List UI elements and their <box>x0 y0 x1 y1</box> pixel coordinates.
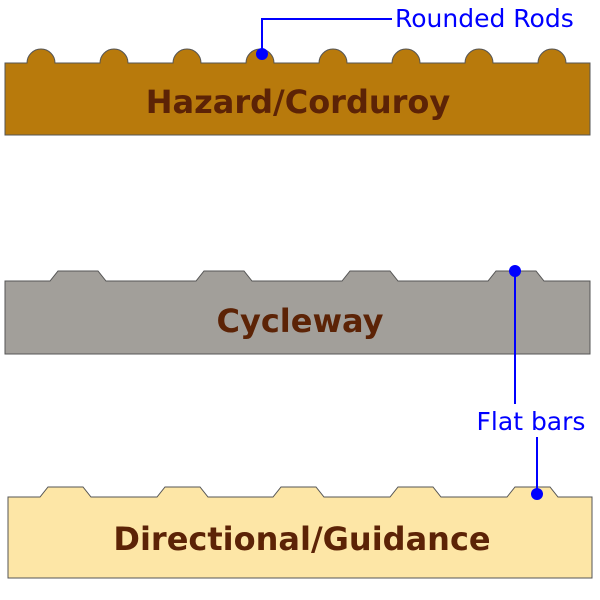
directional-profile-shape <box>7 486 593 579</box>
rounded-rods-leader-line <box>261 18 392 54</box>
flat-bars-callout: Flat bars <box>477 265 586 500</box>
cycleway-profile-shape <box>4 270 591 355</box>
hazard-profile-label: Hazard/Corduroy <box>146 83 451 121</box>
flat-bars-label: Flat bars <box>477 407 586 436</box>
rounded-rods-label: Rounded Rods <box>395 4 574 33</box>
hazard-profile-shape <box>4 48 591 136</box>
hazard-corduroy-profile: Hazard/Corduroy <box>4 48 591 136</box>
directional-guidance-profile: Directional/Guidance <box>7 486 593 579</box>
rounded-rods-callout: Rounded Rods <box>256 4 574 60</box>
directional-profile-label: Directional/Guidance <box>113 520 490 558</box>
flat-bars-marker-dot-directional <box>531 488 543 500</box>
rounded-rods-marker-dot <box>256 48 268 60</box>
flat-bars-marker-dot-cycleway <box>509 265 521 277</box>
cycleway-profile: Cycleway <box>4 270 591 355</box>
cycleway-profile-label: Cycleway <box>216 302 383 340</box>
